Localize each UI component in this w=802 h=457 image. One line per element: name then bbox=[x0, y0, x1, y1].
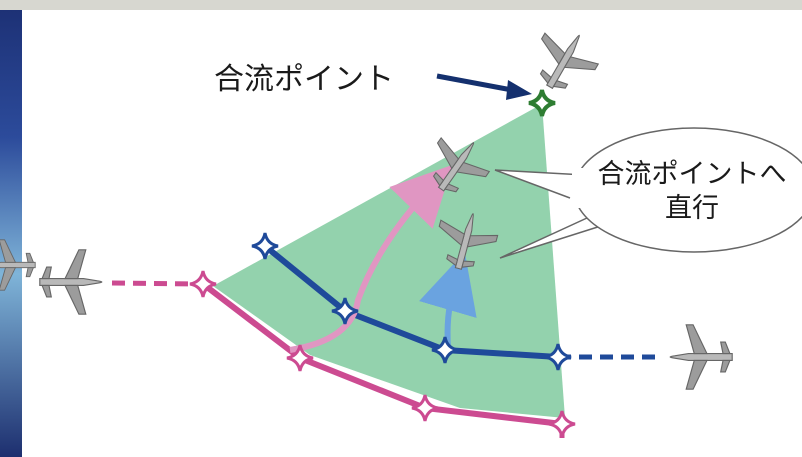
label-arrowhead bbox=[506, 80, 532, 100]
airplane-icon bbox=[522, 19, 607, 103]
airplane-icon bbox=[39, 249, 103, 315]
merge-point-label: 合流ポイント bbox=[214, 62, 394, 97]
speech-bubble bbox=[494, 127, 802, 259]
bubble-line-1: 合流ポイントへ bbox=[597, 159, 787, 190]
direct-route-arrow-pink bbox=[289, 164, 453, 353]
airplane-icon bbox=[669, 324, 733, 390]
bubble-text: 合流ポイントへ 直行 bbox=[582, 158, 802, 226]
slide-frame-top bbox=[0, 0, 802, 10]
merge-area bbox=[213, 104, 565, 418]
waypoint-icon bbox=[410, 393, 440, 423]
blue-route bbox=[263, 243, 660, 360]
label-arrow bbox=[436, 73, 513, 93]
slide-frame-left bbox=[0, 0, 22, 457]
bubble-line-2: 直行 bbox=[665, 193, 719, 224]
airplane-icon bbox=[0, 239, 36, 291]
